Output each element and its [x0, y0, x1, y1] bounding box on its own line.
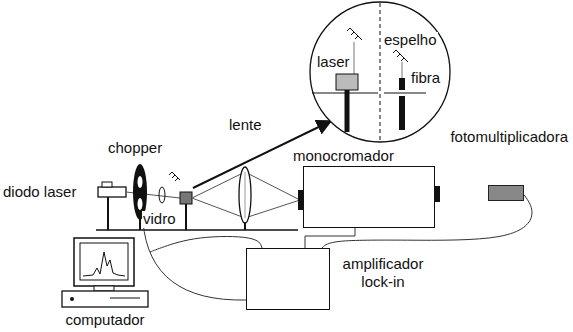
- post: [185, 204, 187, 230]
- exit-slit: [435, 186, 440, 202]
- node-label: computador: [60, 311, 150, 329]
- part-label: espelho: [383, 32, 438, 49]
- inset-mirror: [347, 28, 362, 40]
- lens-axis: [245, 172, 246, 218]
- part-label: lente: [228, 117, 263, 134]
- part-label: vidro: [142, 211, 177, 228]
- chopper-wire: [143, 222, 246, 300]
- laser-diode-top: [102, 182, 112, 187]
- inset-beam: [354, 42, 355, 74]
- part-label: laser: [316, 54, 351, 71]
- inset-fibre-post: [399, 96, 405, 130]
- part-label: diodo laser: [2, 184, 77, 201]
- table-line: [96, 229, 298, 231]
- chopper-slot: [138, 198, 143, 210]
- inset-divider: [380, 3, 381, 141]
- node-label: fotomultiplicadora: [450, 128, 568, 146]
- inset-surface: [384, 93, 426, 94]
- glass: [180, 192, 192, 204]
- node-label: monocromador: [293, 147, 394, 165]
- small-lens: [159, 187, 165, 203]
- inset-beam: [402, 62, 403, 78]
- inset-fibre: [399, 78, 405, 90]
- signal-wire: [305, 228, 355, 248]
- lockin-box: amplificador lock-in: [246, 248, 330, 310]
- mirror: [169, 172, 180, 181]
- chopper-slot: [138, 176, 143, 188]
- inset-mirror: [393, 50, 408, 62]
- monochromator-box: monocromador: [303, 166, 435, 228]
- post: [107, 197, 109, 230]
- photomultiplier-box: fotomultiplicadora: [488, 185, 524, 201]
- computer-illustration: [62, 238, 148, 307]
- lens: [239, 167, 251, 223]
- part-label: chopper: [107, 140, 163, 157]
- inset-laser: [336, 74, 358, 90]
- inset-circle: [310, 2, 450, 142]
- part-label: fibra: [410, 70, 441, 87]
- node-label: amplificador lock-in: [337, 255, 429, 291]
- computer-node: computador: [60, 238, 150, 310]
- laser-diode: [98, 187, 126, 197]
- inset-laser-post: [345, 90, 350, 132]
